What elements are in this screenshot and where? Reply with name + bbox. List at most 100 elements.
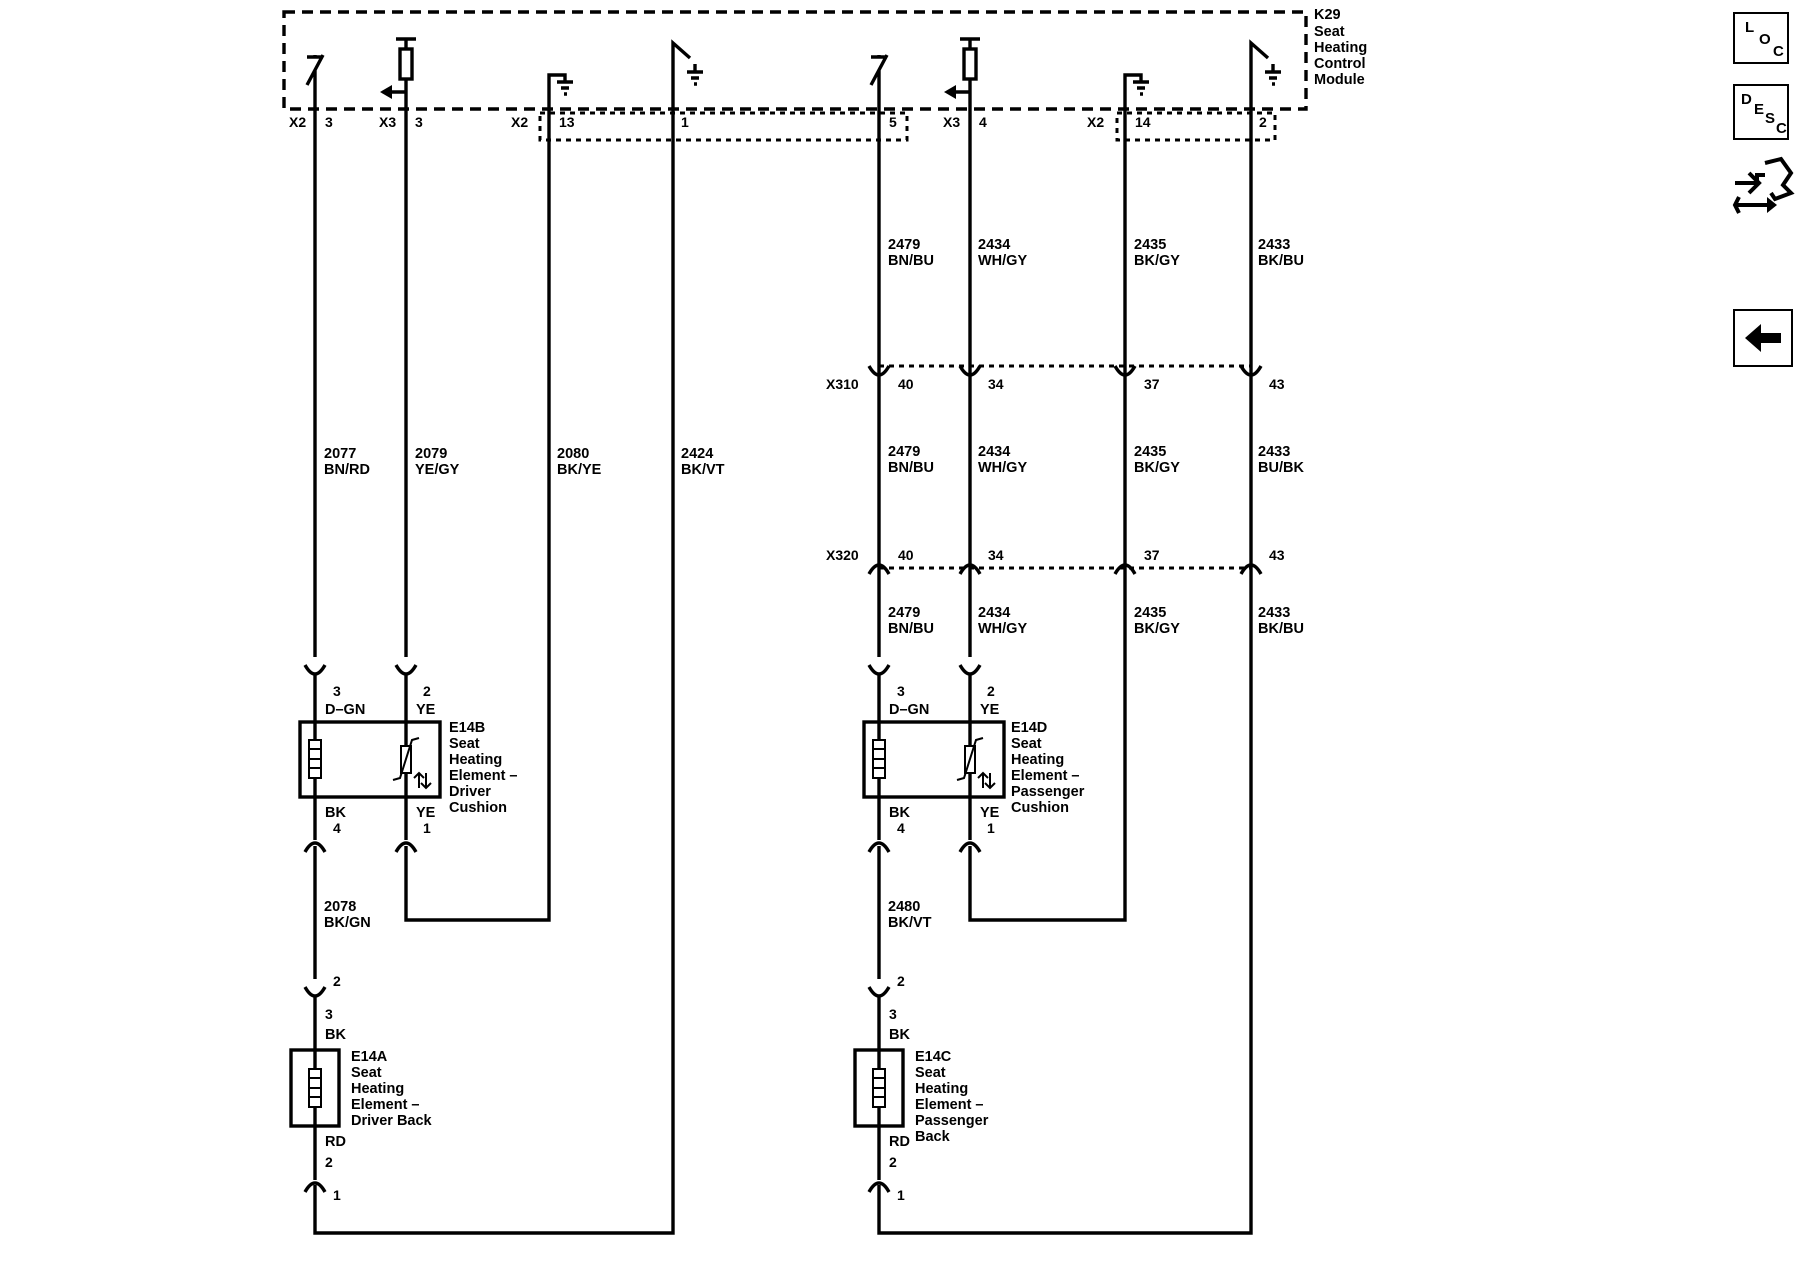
circuit-number: 2435	[1134, 237, 1166, 253]
component-pin: 1	[333, 1187, 341, 1203]
module-pin-label: 2	[1259, 114, 1267, 130]
module-name-line: Control	[1314, 56, 1366, 72]
module-pin-label: 5	[889, 114, 897, 130]
connector-terminal	[958, 841, 982, 853]
component-pin-color: BK	[889, 1027, 910, 1043]
inline-connector-pin: 34	[988, 376, 1004, 392]
circuit-number: 2433	[1258, 237, 1290, 253]
component-name-line: Driver	[449, 784, 491, 800]
circuit-color: WH/GY	[978, 460, 1027, 476]
component-pin-color: BK	[325, 1027, 346, 1043]
module-name-line: Seat	[1314, 24, 1345, 40]
desc-letter: D	[1741, 91, 1752, 108]
component-pin: 3	[333, 683, 341, 699]
circuit-number: 2434	[978, 605, 1010, 621]
back-arrow-icon	[1745, 324, 1781, 352]
component-name-line: Cushion	[449, 800, 507, 816]
connector-terminal	[867, 1181, 891, 1193]
connector-terminal	[303, 841, 327, 853]
connector-terminal	[303, 664, 327, 688]
component-name-line: Seat	[449, 736, 480, 752]
module-outline	[282, 10, 1308, 111]
component-name-line: Passenger	[915, 1113, 989, 1129]
module-pin-label: 1	[681, 114, 689, 130]
inline-connector-pin: 43	[1269, 376, 1285, 392]
inline-connector-pin: 37	[1144, 547, 1160, 563]
passenger-seat-wiring: 2479 BN/BU 2434 WH/GY 2435 BK/GY 2433 BK…	[826, 85, 1304, 1235]
module-id: K29	[1314, 7, 1341, 23]
wire-2080	[404, 123, 551, 922]
circuit-number: 2077	[324, 446, 356, 462]
circuit-color: BN/BU	[888, 621, 934, 637]
wire-2433	[877, 123, 1253, 1235]
component-pin: 2	[333, 973, 341, 989]
component-pin: 2	[889, 1154, 897, 1170]
circuit-number: 2078	[324, 899, 356, 915]
component-pin: 4	[333, 820, 341, 836]
switch-symbol	[305, 54, 325, 86]
circuit-number: 2433	[1258, 605, 1290, 621]
component-name-line: Heating	[915, 1081, 968, 1097]
component-name-line: Heating	[1011, 752, 1064, 768]
module-ground-bracket-left	[538, 111, 909, 142]
circuit-color: BK/VT	[681, 462, 725, 478]
connector-terminal	[867, 664, 891, 722]
inline-connector-x320: X320 40 34 37 43	[826, 547, 1285, 575]
component-name-line: Driver Back	[351, 1113, 433, 1129]
circuit-number: 2479	[888, 605, 920, 621]
component-name-line: Seat	[915, 1065, 946, 1081]
pullup-resistor-symbol	[944, 37, 980, 99]
inline-connector-id: X320	[826, 547, 859, 563]
circuit-number: 2434	[978, 237, 1010, 253]
component-name-line: Element –	[351, 1097, 420, 1113]
module-connector-label: X2	[511, 114, 528, 130]
component-pin: 1	[897, 1187, 905, 1203]
circuit-color: WH/GY	[978, 253, 1027, 269]
wire-2424	[313, 123, 675, 1235]
desc-button[interactable]: D E S C	[1733, 84, 1789, 140]
module-name-line: Module	[1314, 72, 1365, 88]
component-name-line: Passenger	[1011, 784, 1085, 800]
component-pin-color: YE	[416, 702, 436, 718]
circuit-color: BK/GY	[1134, 253, 1180, 269]
inline-connector-pin: 34	[988, 547, 1004, 563]
circuit-color: BU/BK	[1258, 460, 1304, 476]
ground-switch-symbol	[1249, 39, 1281, 123]
component-name-line: Back	[915, 1129, 951, 1145]
circuit-color: BK/BU	[1258, 621, 1304, 637]
module-pin-label: 4	[979, 114, 987, 130]
circuit-color: WH/GY	[978, 621, 1027, 637]
circuit-color: BN/BU	[888, 460, 934, 476]
module-connector-label: X2	[1087, 114, 1104, 130]
module-connector-label: X3	[379, 114, 396, 130]
component-e14b-body	[298, 720, 442, 799]
module-connector-label: X3	[943, 114, 960, 130]
component-name-line: Element –	[915, 1097, 984, 1113]
module-pin-label: 14	[1135, 114, 1151, 130]
circuit-number: 2480	[888, 899, 920, 915]
connector-end-view-icon[interactable]	[1731, 153, 1795, 221]
driver-seat-wiring: 2077 BN/RD 2079 YE/GY 2080 BK/YE 2424 BK…	[289, 85, 725, 1235]
circuit-color: BK/BU	[1258, 253, 1304, 269]
circuit-number: 2479	[888, 444, 920, 460]
inline-connector-pin: 40	[898, 376, 914, 392]
circuit-number: 2479	[888, 237, 920, 253]
inline-connector-x310: X310 40 34 37 43	[826, 364, 1285, 392]
thermistor-symbol	[392, 722, 432, 797]
component-id: E14D	[1011, 720, 1047, 736]
circuit-color: BN/RD	[324, 462, 370, 478]
component-pin: 4	[897, 820, 905, 836]
loc-button[interactable]: L O C	[1733, 12, 1789, 64]
component-name-line: Element –	[1011, 768, 1080, 784]
component-name-line: Heating	[449, 752, 502, 768]
ground-switch-symbol	[671, 39, 703, 123]
circuit-color: BK/GN	[324, 915, 371, 931]
desc-letter: C	[1776, 120, 1787, 137]
back-button[interactable]	[1733, 309, 1793, 367]
loc-letter: L	[1745, 19, 1755, 36]
switch-symbol	[869, 54, 889, 86]
inline-connector-id: X310	[826, 376, 859, 392]
component-pin-color: BK	[325, 805, 346, 821]
component-pin: 3	[325, 1006, 333, 1022]
